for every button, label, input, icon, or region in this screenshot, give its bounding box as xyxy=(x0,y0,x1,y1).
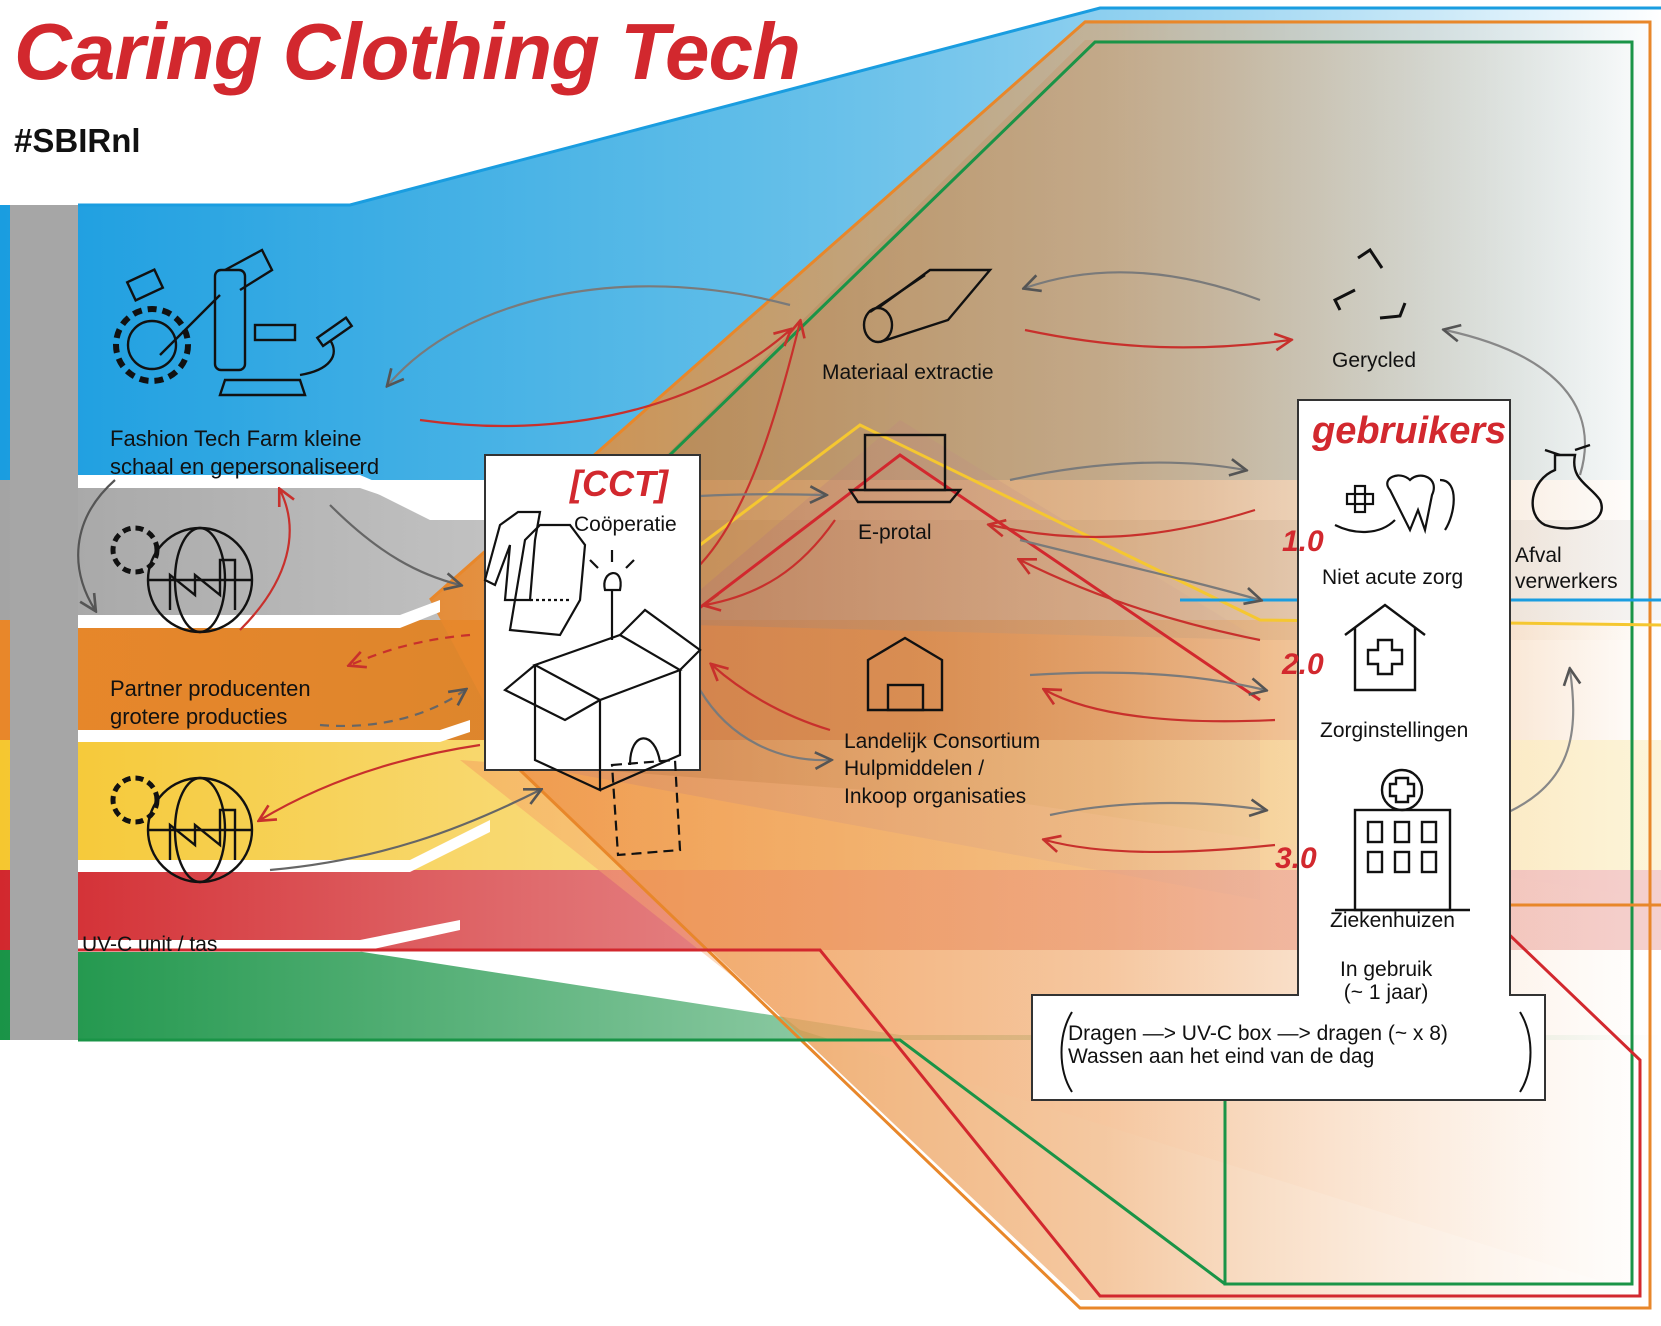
hashtag: #SBIRnl xyxy=(14,122,141,159)
arrow-grey xyxy=(1025,271,1261,302)
user-group-number: 3.0 xyxy=(1275,842,1317,875)
left-grey-bar xyxy=(10,205,78,1040)
separator xyxy=(78,820,490,872)
page-title: Caring Clothing Tech xyxy=(14,7,801,96)
arrow-grey xyxy=(1019,538,1260,600)
fabric-roll-icon xyxy=(862,268,993,344)
recycled-label: Gerycled xyxy=(1332,349,1417,372)
care-hand-tooth-icon xyxy=(1334,474,1455,535)
outline-red xyxy=(78,828,1642,1298)
arrow-red xyxy=(694,322,800,571)
channel-label-landelijk-consortium: Landelijk Consortium Hulpmiddelen / Inko… xyxy=(844,730,1041,808)
cooperative-panel xyxy=(484,454,701,771)
producer-label-partner-producenten: Partner producenten grotere producties xyxy=(110,676,311,729)
band-green xyxy=(0,950,1661,1040)
outline-green xyxy=(498,40,1634,1286)
users-heading: gebruikers xyxy=(1312,410,1507,452)
arrow-red xyxy=(419,330,790,428)
outline-orange xyxy=(429,20,1652,1310)
outline-blue xyxy=(78,6,1661,207)
channel-label-e-portal: E-protal xyxy=(858,521,932,544)
care-house-icon xyxy=(1344,603,1426,692)
arrow-grey xyxy=(699,689,830,760)
users-box xyxy=(1031,399,1546,1101)
arrow-grey xyxy=(699,494,825,496)
arrow-red xyxy=(712,665,831,732)
arrow-red-dashed xyxy=(350,633,471,665)
arrow-red xyxy=(1020,560,1261,642)
user-group-label: Zorginstellingen xyxy=(1320,719,1469,742)
arrow-grey xyxy=(77,479,116,610)
arrow-grey xyxy=(1009,463,1245,482)
arrow-red xyxy=(990,508,1256,539)
arrow-red xyxy=(239,490,290,631)
flow-outlines xyxy=(78,6,1661,1310)
waste-bag-icon xyxy=(1531,443,1603,530)
cooperative-label: Coöperatie xyxy=(574,513,677,536)
factory-globe-icon xyxy=(110,775,254,884)
producer-label-fashion-tech-farm: Fashion Tech Farm kleine schaal en geper… xyxy=(110,426,380,479)
warehouse-icon xyxy=(866,636,944,712)
flow-arrows xyxy=(77,271,1586,872)
paren-right xyxy=(1519,1011,1532,1093)
arrow-grey xyxy=(329,504,460,585)
separator xyxy=(78,475,430,512)
factory-globe-icon xyxy=(110,525,254,634)
hospital-icon xyxy=(1335,768,1470,912)
arrow-red xyxy=(705,519,836,605)
uvc-lamp-icon xyxy=(589,550,635,640)
arrow-grey xyxy=(1049,803,1265,815)
cooperative-heading: [CCT] xyxy=(570,463,668,504)
arrow-grey xyxy=(269,790,540,872)
producer-label-uvc-unit: UV-C unit / tas xyxy=(82,933,218,956)
usage-note: Dragen —> UV-C box —> dragen (~ x 8) Was… xyxy=(1068,1022,1448,1069)
channel-label-materiaal-extractie: Materiaal extractie xyxy=(822,361,994,384)
users-panel xyxy=(1031,399,1546,1101)
arrow-grey xyxy=(1445,330,1586,476)
arrow-red xyxy=(1045,840,1276,854)
arrow-grey xyxy=(1029,671,1265,690)
arrow-red xyxy=(1024,328,1290,347)
arrow-grey xyxy=(388,285,791,385)
waste-label: Afval verwerkers xyxy=(1515,544,1618,594)
in-use-label: In gebruik (~ 1 jaar) xyxy=(1340,958,1433,1005)
user-group-number: 2.0 xyxy=(1282,648,1324,681)
arrow-grey xyxy=(1489,670,1573,822)
arrow-red xyxy=(260,743,481,820)
user-group-number: 1.0 xyxy=(1282,525,1324,558)
bag-icon xyxy=(610,737,682,857)
recycle-icon xyxy=(1332,247,1407,320)
user-group-label: Niet acute zorg xyxy=(1322,566,1464,589)
microscope-gear-icon xyxy=(113,248,354,397)
arrow-red xyxy=(1045,690,1276,723)
paren-left xyxy=(1060,1011,1073,1093)
user-group-label: Ziekenhuizen xyxy=(1330,909,1455,932)
box-icon xyxy=(503,608,702,792)
separator xyxy=(78,720,470,742)
separator xyxy=(78,920,460,952)
outline-green-bottom xyxy=(78,1038,1226,1286)
cooperative-box xyxy=(483,454,702,857)
arrow-grey-dashed xyxy=(319,690,465,728)
gown-icon xyxy=(483,510,587,637)
laptop-icon xyxy=(847,433,963,504)
